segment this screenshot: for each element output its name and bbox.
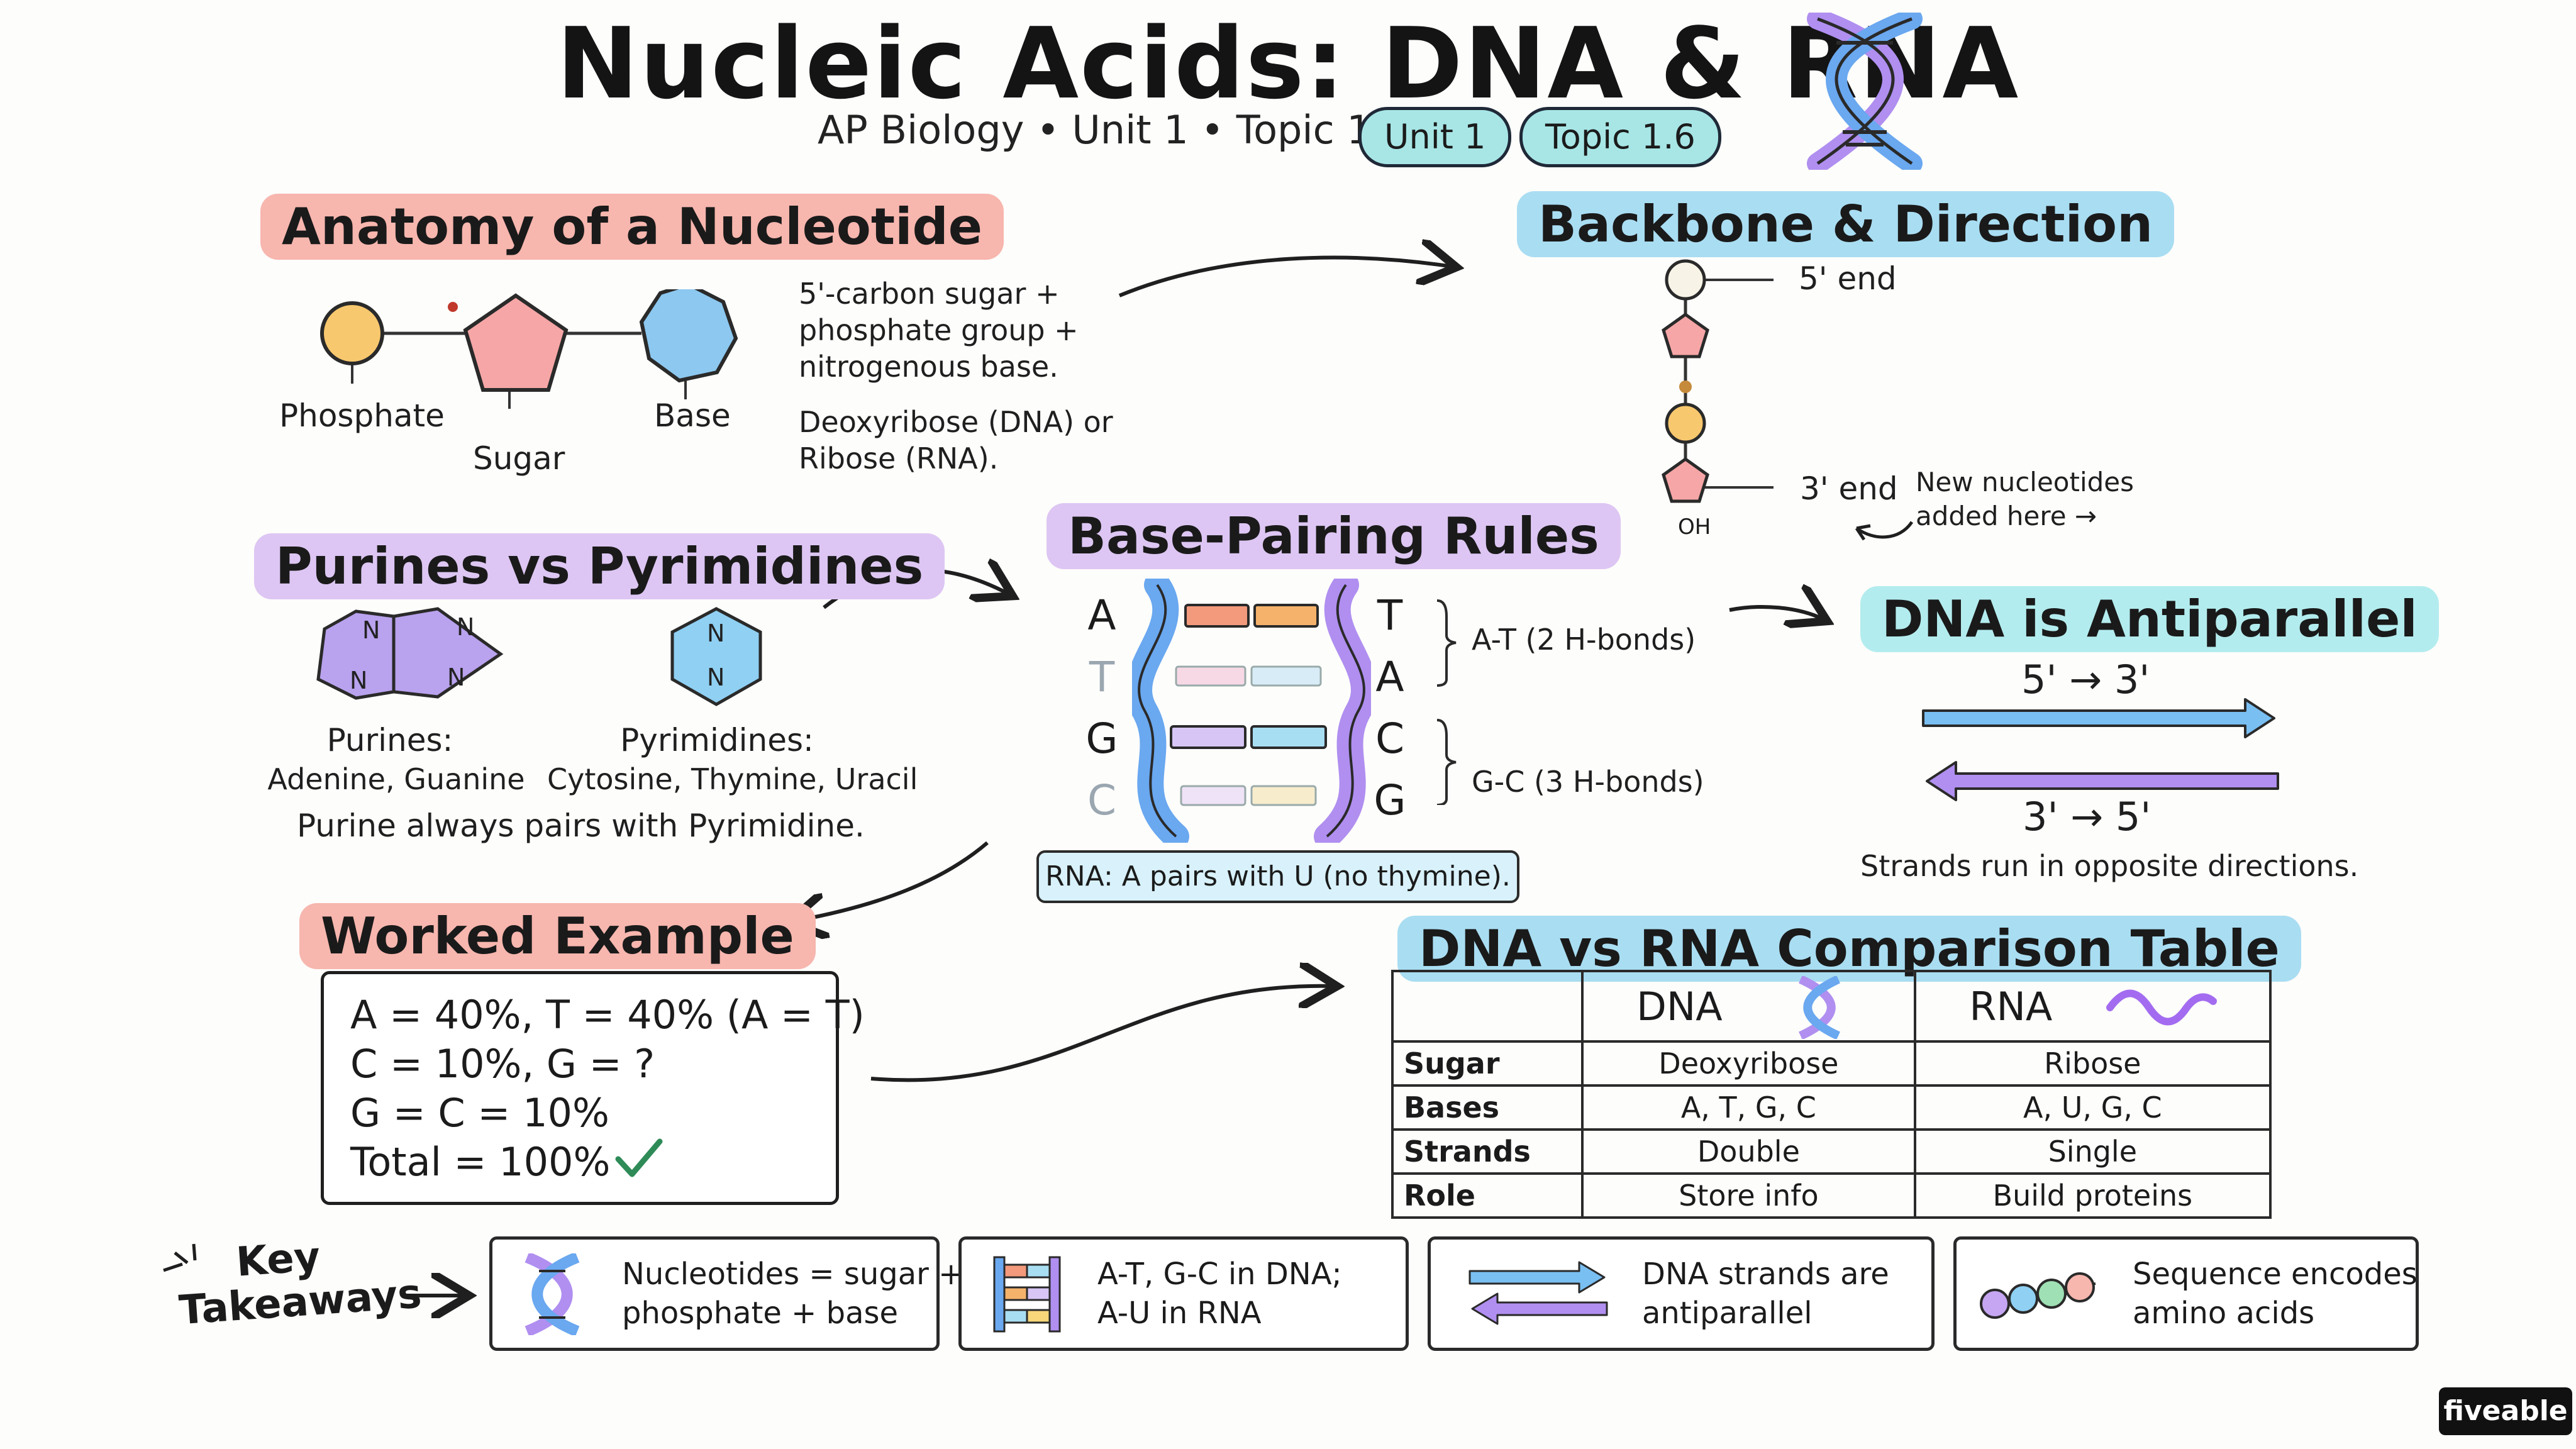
left-base-c: C (1087, 776, 1117, 824)
takeaway-text-4: Sequence encodes amino acids (2133, 1257, 2418, 1331)
table-row: Role Store info Build proteins (1391, 1172, 2272, 1219)
at-bond-label: A-T (2 H-bonds) (1472, 623, 1696, 657)
right-base-t: T (1377, 591, 1403, 640)
purine-molecule-icon: N N N N (316, 607, 504, 700)
table-row: Sugar Deoxyribose Ribose (1391, 1040, 2272, 1087)
three-prime-end-label: 3' end (1800, 470, 1898, 507)
dna-column-header: DNA (1581, 970, 1916, 1043)
five-prime-end-label: 5' end (1799, 260, 1897, 297)
table-corner-cell (1391, 970, 1584, 1043)
right-base-column: T A C G (1371, 585, 1409, 831)
backbone-heading: Backbone & Direction (1517, 191, 2175, 257)
takeaway-card-2: A-T, G-C in DNA; A-U in RNA (958, 1236, 1409, 1351)
worked-example-heading: Worked Example (299, 903, 816, 969)
takeaway-text-2: A-T, G-C in DNA; A-U in RNA (1097, 1257, 1342, 1331)
sugar-label: Sugar (473, 440, 565, 477)
antiparallel-heading: DNA is Antiparallel (1860, 586, 2439, 652)
base-label: Base (654, 397, 731, 434)
pyrimidine-molecule-icon: N N (670, 607, 762, 706)
emphasis-marks-icon (163, 1243, 197, 1272)
takeaway-card-3: DNA strands are antiparallel (1428, 1236, 1935, 1351)
rna-strand-icon (2106, 989, 2217, 1026)
sugar-note: Deoxyribose (DNA) or Ribose (RNA). (799, 405, 1113, 475)
antiparallel-caption: Strands run in opposite directions. (1860, 849, 2359, 883)
purines-list: Adenine, Guanine (267, 762, 525, 796)
purine-n-atom-1: N (362, 616, 380, 644)
worked-example-box: A = 40%, T = 40% (A = T) C = 10%, G = ? … (321, 971, 865, 1205)
rna-column-header: RNA (1913, 970, 2272, 1043)
takeaway-card-1: Nucleotides = sugar + phosphate + base (489, 1236, 963, 1351)
gc-bond-label: G-C (3 H-bonds) (1472, 765, 1704, 799)
antiparallel-arrows-icon (1468, 1261, 1608, 1325)
sugar-pentagon (463, 293, 569, 392)
key-takeaways-heading: Key Takeaways (177, 1233, 423, 1335)
left-base-t: T (1089, 653, 1115, 701)
purine-n-atom-4: N (447, 663, 465, 691)
table-row: Bases A, T, G, C A, U, G, C (1391, 1084, 2272, 1131)
takeaway-card-4: Sequence encodes amino acids (1953, 1236, 2419, 1351)
table-row: Strands Double Single (1391, 1128, 2272, 1175)
phosphate-circle (320, 301, 384, 365)
topic-badge: Topic 1.6 (1519, 107, 1721, 167)
antiparallel-arrows-diagram (1922, 698, 2279, 801)
worked-example-lines: A = 40%, T = 40% (A = T) C = 10%, G = ? … (350, 992, 865, 1185)
rna-pairing-note: RNA: A pairs with U (no thymine). (1036, 850, 1519, 903)
left-base-a: A (1087, 591, 1116, 640)
curved-arrow-icon (1855, 521, 1914, 541)
page-title: Nucleic Acids: DNA & RNA (556, 6, 2020, 121)
nucleotide-description: 5'-carbon sugar + phosphate group + nitr… (799, 277, 1079, 384)
five-to-three-label: 5' → 3' (2021, 657, 2150, 702)
hydroxyl-label: OH (1678, 514, 1711, 540)
three-to-five-label: 3' → 5' (2023, 794, 2151, 840)
purine-pairing-rule: Purine always pairs with Pyrimidine. (297, 808, 865, 844)
purine-n-atom-2: N (457, 613, 474, 641)
nucleotide-diagram (320, 289, 738, 409)
dna-helix-icon (525, 1253, 580, 1335)
unit-badge: Unit 1 (1358, 107, 1512, 167)
double-helix-diagram (1132, 579, 1371, 843)
right-base-c: C (1375, 714, 1405, 763)
phosphate-label: Phosphate (279, 397, 445, 434)
pyrimidines-label: Pyrimidines: (620, 722, 814, 758)
purines-label: Purines: (326, 722, 453, 758)
base-heptagon (639, 289, 738, 383)
comparison-table-wrap: DNA RNA Sugar Deoxyribose Ribose Bases A… (1391, 970, 2272, 1219)
right-base-a: A (1375, 653, 1404, 701)
pyrimidine-n-atom-2: N (707, 663, 724, 691)
takeaway-text-3: DNA strands are antiparallel (1642, 1257, 1889, 1331)
comparison-table: DNA RNA Sugar Deoxyribose Ribose Bases A… (1391, 970, 2272, 1219)
purine-n-atom-3: N (350, 667, 367, 694)
base-pair-ladder-icon (993, 1256, 1061, 1333)
base-pairing-heading: Base-Pairing Rules (1046, 503, 1621, 569)
left-base-g: G (1085, 714, 1118, 763)
amino-acid-chain-icon (1980, 1272, 2096, 1319)
right-base-g: G (1374, 776, 1406, 824)
pyrimidine-n-atom-1: N (707, 619, 724, 647)
pair-brackets (1436, 599, 1457, 805)
anatomy-heading: Anatomy of a Nucleotide (260, 194, 1004, 260)
left-base-column: A T G C (1083, 585, 1121, 831)
dna-helix-icon (1799, 976, 1841, 1039)
purines-heading: Purines vs Pyrimidines (254, 533, 945, 599)
backbone-strand-diagram (1662, 259, 1774, 503)
checkmark-icon (615, 1138, 663, 1177)
new-nucleotides-note: New nucleotides added here → (1916, 467, 2135, 531)
takeaway-text-1: Nucleotides = sugar + phosphate + base (622, 1257, 964, 1331)
fiveable-logo: fiveable (2439, 1387, 2572, 1435)
page-subtitle: AP Biology • Unit 1 • Topic 1.6 (818, 107, 1409, 153)
pyrimidines-list: Cytosine, Thymine, Uracil (547, 762, 918, 796)
dna-helix-icon (1807, 13, 1923, 170)
